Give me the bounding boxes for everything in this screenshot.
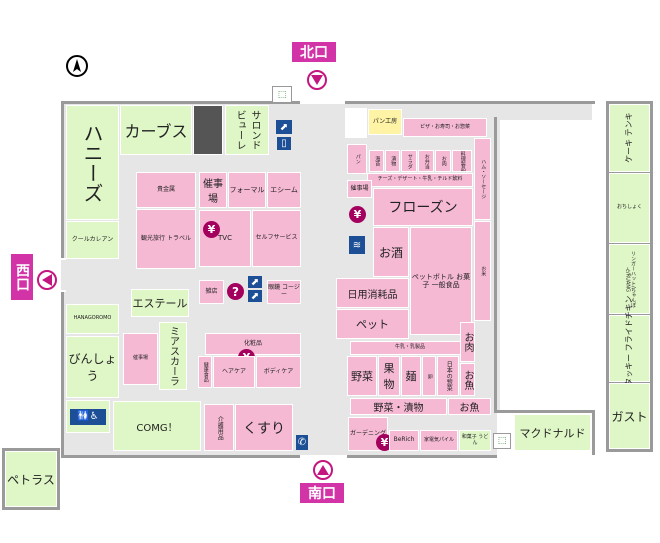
shop-shokuhin[interactable]: 介護用品 bbox=[204, 404, 234, 451]
shop-osakana[interactable]: お魚 bbox=[460, 363, 475, 396]
shop-sarada[interactable]: サラダ bbox=[401, 150, 417, 172]
shop-mia[interactable]: ミアスカーラ bbox=[159, 322, 187, 390]
shop-gusto[interactable]: ガスト bbox=[609, 383, 650, 449]
elevator-icon: ▯ bbox=[277, 137, 291, 150]
shop-coolcare[interactable]: クールカレアン bbox=[66, 221, 119, 259]
gate-north-label: 北口 bbox=[300, 45, 328, 61]
shop-salon[interactable]: サロンド ビューレ bbox=[225, 105, 269, 155]
escalator-2-icon: ⬈ bbox=[248, 276, 262, 288]
shop-kfc[interactable]: ケンタッキー フライドチキン bbox=[609, 295, 650, 402]
restroom-icon: 🚻♿ bbox=[70, 408, 106, 425]
shop-daily[interactable]: 日用消耗品 bbox=[336, 278, 409, 308]
shop-selfservice[interactable]: セルフサービス bbox=[252, 210, 301, 267]
atm-yen-4-icon: ¥ bbox=[376, 434, 393, 451]
shop-pet[interactable]: ペット bbox=[336, 309, 409, 339]
shop-petras[interactable]: ペトラス bbox=[5, 451, 57, 507]
north-gap bbox=[300, 95, 345, 105]
shop-berich[interactable]: BeRich bbox=[389, 430, 419, 451]
shop-tamago[interactable]: 卵 bbox=[422, 356, 436, 396]
shop-haircare[interactable]: ヘアケア bbox=[213, 356, 255, 388]
info-icon: ? bbox=[227, 283, 244, 300]
shop-kajitsu[interactable]: 果物 bbox=[378, 356, 400, 396]
shop-nori[interactable]: 海苔 bbox=[369, 150, 384, 172]
phone-icon: ✆ bbox=[296, 435, 308, 450]
shop-osake[interactable]: お肉 bbox=[460, 322, 475, 362]
shop-tvc[interactable]: TVC bbox=[199, 210, 251, 267]
map-pin-icon: ⬚ bbox=[272, 86, 292, 103]
shop-honeys[interactable]: ハニーズ bbox=[66, 105, 119, 220]
shop-tsukemono[interactable]: 漬物 bbox=[385, 150, 400, 172]
shop-hanagoromo[interactable]: HANAGOROMO bbox=[66, 304, 119, 334]
shop-keikikan[interactable]: 観光旅行 トラベル bbox=[136, 209, 196, 269]
gate-west[interactable]: 西口 bbox=[11, 254, 33, 300]
shop-pan[interactable]: パン bbox=[347, 144, 367, 174]
shop-ryourisei[interactable]: 料理製品 bbox=[452, 150, 472, 172]
shop-saiji3[interactable]: 催事場 bbox=[123, 333, 158, 385]
shop-yasai-tsuke[interactable]: 野菜・漬物 bbox=[350, 398, 447, 415]
shop-frozen[interactable]: フローズン bbox=[373, 188, 473, 226]
shop-osakana2[interactable]: お魚 bbox=[448, 398, 491, 415]
shop-saiji[interactable]: 催事場 bbox=[347, 180, 372, 198]
shop-jewelry[interactable]: 貴金属 bbox=[136, 172, 196, 208]
atm-yen-2-icon: ¥ bbox=[203, 221, 220, 238]
shop-bodycare[interactable]: ボディケア bbox=[256, 356, 301, 388]
shop-kome[interactable]: お米 bbox=[474, 221, 491, 321]
dark-area bbox=[193, 105, 223, 155]
shop-oshinko[interactable]: おちしょく bbox=[609, 173, 650, 243]
shop-obento[interactable]: お弁当 bbox=[418, 150, 434, 172]
escalator-3-icon: ⬈ bbox=[248, 290, 262, 302]
compass-icon bbox=[66, 55, 88, 77]
gate-south-marker-icon bbox=[313, 460, 333, 480]
shop-inari[interactable]: お肉 bbox=[435, 150, 451, 172]
shop-estel[interactable]: エステール bbox=[131, 289, 189, 317]
shop-cakes[interactable]: ケーキ テンキ bbox=[609, 104, 650, 172]
gate-south[interactable]: 南口 bbox=[300, 483, 344, 503]
gate-west-marker-icon bbox=[37, 270, 57, 290]
shop-bodycopy[interactable]: 眼鏡 コージー bbox=[267, 280, 301, 304]
shop-yasai[interactable]: 野菜 bbox=[347, 356, 377, 396]
gate-west-label: 西口 bbox=[14, 263, 30, 291]
shop-saiji2[interactable]: 催事場 bbox=[199, 172, 227, 208]
shop-aeon-m[interactable]: エシーム bbox=[267, 172, 301, 208]
shop-formal[interactable]: フォーマル bbox=[228, 172, 266, 208]
shop-kaki[interactable]: 和菓子 うどん bbox=[459, 430, 491, 451]
shop-panshop[interactable]: パン工房 bbox=[368, 109, 402, 135]
shop-ham[interactable]: ハム・ソーセージ bbox=[474, 138, 491, 220]
shop-curves[interactable]: カーブス bbox=[120, 105, 192, 155]
atm-yen-icon: ¥ bbox=[349, 206, 366, 223]
shop-gyunyu[interactable]: 牛乳・乳製品 bbox=[350, 341, 470, 355]
gate-north-marker-icon bbox=[307, 70, 327, 90]
shop-cheese[interactable]: チーズ・デザート・牛乳・チルド飲料 bbox=[367, 173, 473, 187]
shop-mcdonalds[interactable]: マクドナルド bbox=[514, 414, 591, 451]
escalator-icon: ⬈ bbox=[276, 120, 292, 134]
shop-kusuri[interactable]: くすり bbox=[235, 404, 293, 451]
elevator-2-icon: ≋ bbox=[349, 236, 365, 254]
shop-men[interactable]: 麺 bbox=[401, 356, 421, 396]
map-pin-2-icon: ⬚ bbox=[493, 433, 511, 449]
shop-pizza[interactable]: ピザ・お寿司・お惣菜 bbox=[403, 118, 487, 137]
shop-ringer[interactable]: リンガーハット/ちゃんぽん/RUANG bbox=[609, 244, 650, 314]
gate-south-label: 南口 bbox=[308, 486, 336, 502]
gate-north[interactable]: 北口 bbox=[292, 42, 336, 62]
shop-small[interactable]: 雑店 bbox=[199, 280, 224, 304]
shop-comg[interactable]: COMG！ bbox=[113, 401, 201, 451]
restroom: 🚻♿ bbox=[66, 400, 110, 433]
shop-sake[interactable]: お酒 bbox=[373, 227, 409, 277]
shop-petbottle[interactable]: ペットボトル お菓子 一般食品 bbox=[410, 227, 472, 335]
shop-kaden[interactable]: 家電気パイル bbox=[420, 430, 458, 451]
shop-kenkou[interactable]: 健康食品 bbox=[198, 356, 212, 388]
shop-sanchoku[interactable]: 日本の惣菜 bbox=[437, 356, 459, 396]
shop-binshou[interactable]: びんしょう bbox=[66, 336, 119, 398]
white-zone bbox=[345, 108, 367, 138]
